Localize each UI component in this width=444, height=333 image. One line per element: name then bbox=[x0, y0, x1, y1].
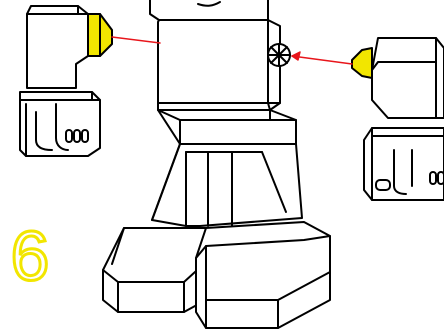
robot-head bbox=[149, 0, 269, 21]
step-number-6: 6 bbox=[9, 220, 51, 292]
left-yellow-connector bbox=[87, 13, 113, 57]
robot-torso bbox=[157, 19, 281, 111]
red-guide-arrow-right bbox=[291, 51, 353, 65]
gear-socket-icon bbox=[267, 43, 291, 67]
robot-feet bbox=[102, 221, 331, 329]
robot-body bbox=[102, 0, 331, 329]
robot-legs bbox=[151, 143, 303, 227]
right-yellow-connector bbox=[351, 47, 373, 79]
right-arm-piece bbox=[363, 37, 444, 201]
robot-pelvis bbox=[157, 109, 297, 145]
red-guide-arrow-left bbox=[111, 36, 161, 44]
step-number-label: 6 bbox=[11, 220, 50, 292]
left-arm-piece bbox=[19, 5, 101, 157]
